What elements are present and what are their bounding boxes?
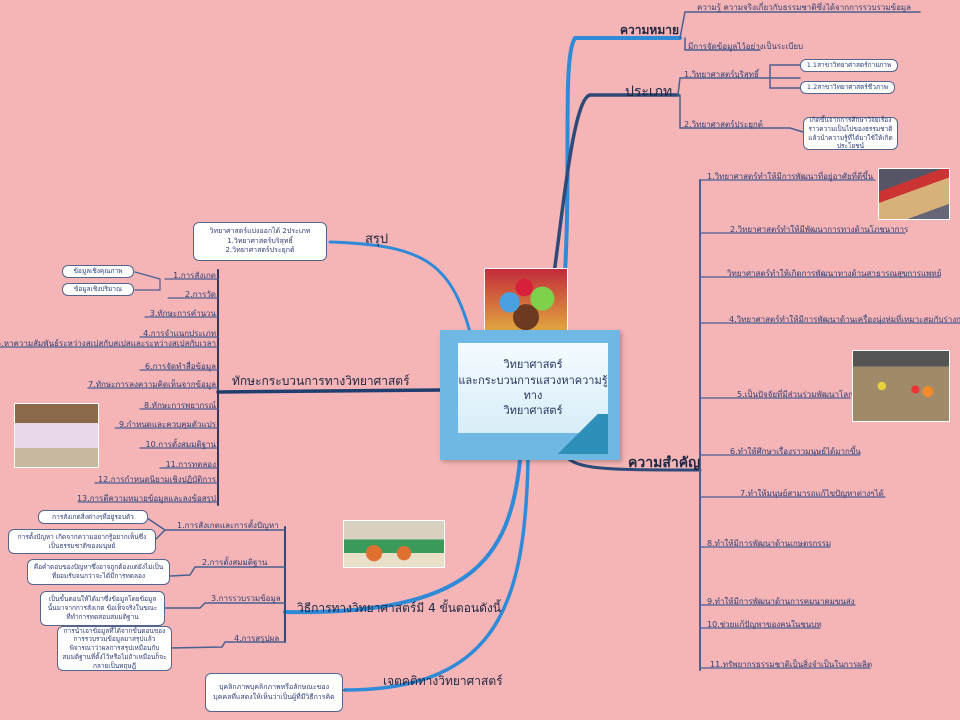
branch-summary[interactable]: สรุป xyxy=(365,232,389,247)
branch-method[interactable]: วิธีการทางวิทยาศาสตร์มี 4 ขั้นตอนดังนี้ xyxy=(297,601,501,615)
type-pure[interactable]: 1.วิทยาศาสตร์บริสุทธิ์ xyxy=(684,70,759,79)
method-note[interactable]: การสังเกตสิ่งต่างๆที่อยู่รอบตัว xyxy=(38,510,148,524)
summary-line: 2.วิทยาศาสตร์ประยุกต์ xyxy=(225,246,295,255)
type-pure-sub[interactable]: 1.2สาขาวิทยาศาสตร์ชีวภาพ xyxy=(800,81,895,94)
observe-sub[interactable]: ข้อมูลเชิงปริมาณ xyxy=(62,283,134,296)
skill-item[interactable]: 10.การตั้งสมมติฐาน xyxy=(145,440,216,449)
center-title-line3: วิทยาศาสตร์ xyxy=(503,404,563,418)
method-step[interactable]: 4.การสรุปผล xyxy=(234,634,280,643)
photo-children-housing xyxy=(878,168,950,220)
type-applied-desc[interactable]: เกิดขึ้นจากการศึกษาวิจัยเรื่องราวความเป็… xyxy=(803,116,898,150)
method-note[interactable]: การนำเอาข้อมูลที่ได้จากขั้นตอนของการรวบร… xyxy=(57,626,172,671)
skill-item[interactable]: 3.ทักษะการคำนวน xyxy=(149,309,216,318)
importance-item[interactable]: 7.ทำให้มนุษย์สามารถแก้ไขปัญหาต่างๆได้ xyxy=(740,489,884,498)
attitude-desc[interactable]: บุคลิกภาพบุคลิกภาพหรือลักษณะของบุคคลที่แ… xyxy=(205,673,343,712)
central-topic[interactable]: วิทยาศาสตร์ และกระบวนการแสวงหาความรู้ทาง… xyxy=(440,330,620,460)
importance-item[interactable]: 10.ช่วยแก้ปัญหาของคนในชนบท xyxy=(707,620,822,629)
skill-item[interactable]: 4.การจำแนกประเภท xyxy=(143,329,216,338)
skill-item[interactable]: 6.การจัดทำสื่อข้อมูล xyxy=(144,362,216,371)
center-title-line1: วิทยาศาสตร์ xyxy=(503,358,563,372)
importance-item[interactable]: 8.ทำให้มีการพัฒนาด้านเกษตรกรรม xyxy=(707,539,832,548)
photo-children-floor xyxy=(852,350,950,422)
method-note[interactable]: คือคำตอบของปัญหาซึ่งอาจถูกต้องแต่ยังไม่เ… xyxy=(27,559,170,585)
importance-item[interactable]: 1.วิทยาศาสตร์ทำให้มีการพัฒนาที่อยู่อาศัย… xyxy=(707,172,874,181)
photo-children-experiment xyxy=(14,403,99,468)
method-step[interactable]: 1.การสังเกตและการตั้งปัญหา xyxy=(177,521,279,530)
type-applied[interactable]: 2.วิทยาศาสตร์ประยุกต์ xyxy=(684,120,763,129)
importance-item[interactable]: 2.วิทยาศาสตร์ทำให้มีพัฒนาการทางด้านโภชนา… xyxy=(730,225,909,234)
skill-item[interactable]: 9.กำหนดและควบคุมตัวแปร xyxy=(118,420,216,429)
importance-item[interactable]: 9.ทำให้มีการพัฒนาด้านการคมนาคมขนส่ง xyxy=(707,597,855,606)
skill-item[interactable]: 8.ทักษะการพยากรณ์ xyxy=(144,401,216,410)
skill-item[interactable]: 11.การทดลอง xyxy=(165,460,216,469)
skill-item[interactable]: 5.หาความสัมพันธ์ระหว่างสเปสกับสเปสและระห… xyxy=(0,339,216,348)
importance-item[interactable]: 4.วิทยาศาสตร์ทำให้มีการพัฒนาด้านเครื่องน… xyxy=(729,315,960,324)
type-pure-sub[interactable]: 1.1สาขาวิทยาศาสตร์กายภาพ xyxy=(800,59,898,72)
observe-sub[interactable]: ข้อมูลเชิงคุณภาพ xyxy=(62,265,134,278)
meaning-item[interactable]: มีการจัดข้อมูลไว้อย่างเป็นระเบียบ xyxy=(688,42,804,51)
branch-types[interactable]: ประเภท xyxy=(625,84,673,100)
branch-skills[interactable]: ทักษะกระบวนการทางวิทยาศาสตร์ xyxy=(232,374,410,388)
method-step[interactable]: 3.การรวบรวมข้อมูล xyxy=(211,594,281,603)
skill-item[interactable]: 7.ทักษะการลงความคิดเห็นจากข้อมูล xyxy=(88,380,216,389)
importance-item[interactable]: 11.ทรัพยากรธรรมชาติเป็นสิ่งจำเป็นในการผล… xyxy=(710,660,873,669)
branch-attitude[interactable]: เจตคติทางวิทยาศาสตร์ xyxy=(383,674,503,688)
method-note[interactable]: การตั้งปัญหา เกิดจากความอยากรู้อยากเห็นซ… xyxy=(8,529,156,554)
skill-item[interactable]: 2.การวัด xyxy=(185,290,216,299)
summary-line: 1.วิทยาศาสตร์บริสุทธิ์ xyxy=(227,236,293,245)
summary-box[interactable]: วิทยาศาสตร์แบ่งออกได้ 2ประเภท 1.วิทยาศาส… xyxy=(193,222,327,261)
meaning-item[interactable]: ความรู้ ความจริงเกี่ยวกับธรรมชาติซึ่งได้… xyxy=(697,3,912,12)
branch-meaning[interactable]: ความหมาย xyxy=(620,23,680,37)
photo-method xyxy=(343,520,445,568)
importance-item[interactable]: 5.เป็นปัจจัยที่มีส่วนร่วมพัฒนาโลก xyxy=(737,390,854,399)
importance-item[interactable]: 6.ทำให้ศึกษาเรื่องราวมนุษย์ได้มากขึ้น xyxy=(730,447,861,456)
center-title-line2: และกระบวนการแสวงหาความรู้ทาง xyxy=(458,373,608,402)
method-note[interactable]: เป็นขั้นตอนให้ได้มาซึ่งข้อมูลโดยข้อมูลนั… xyxy=(40,591,165,626)
method-step[interactable]: 2.การตั้งสมมติฐาน xyxy=(202,558,268,567)
importance-item[interactable]: วิทยาศาสตร์ทำให้เกิดการพัฒนาทางด้านสาธาร… xyxy=(727,269,942,278)
branch-importance[interactable]: ความสำคัญ xyxy=(628,455,701,471)
summary-line: วิทยาศาสตร์แบ่งออกได้ 2ประเภท xyxy=(209,227,311,236)
skill-item[interactable]: 1.การสังเกต xyxy=(173,271,216,280)
skill-item[interactable]: 13.การตีความหมายข้อมูลและลงข้อสรุป xyxy=(76,494,216,503)
skill-item[interactable]: 12.การกำหนดนิยามเชิงปฏิบัติการ xyxy=(98,475,216,484)
stairs-icon xyxy=(548,414,608,454)
